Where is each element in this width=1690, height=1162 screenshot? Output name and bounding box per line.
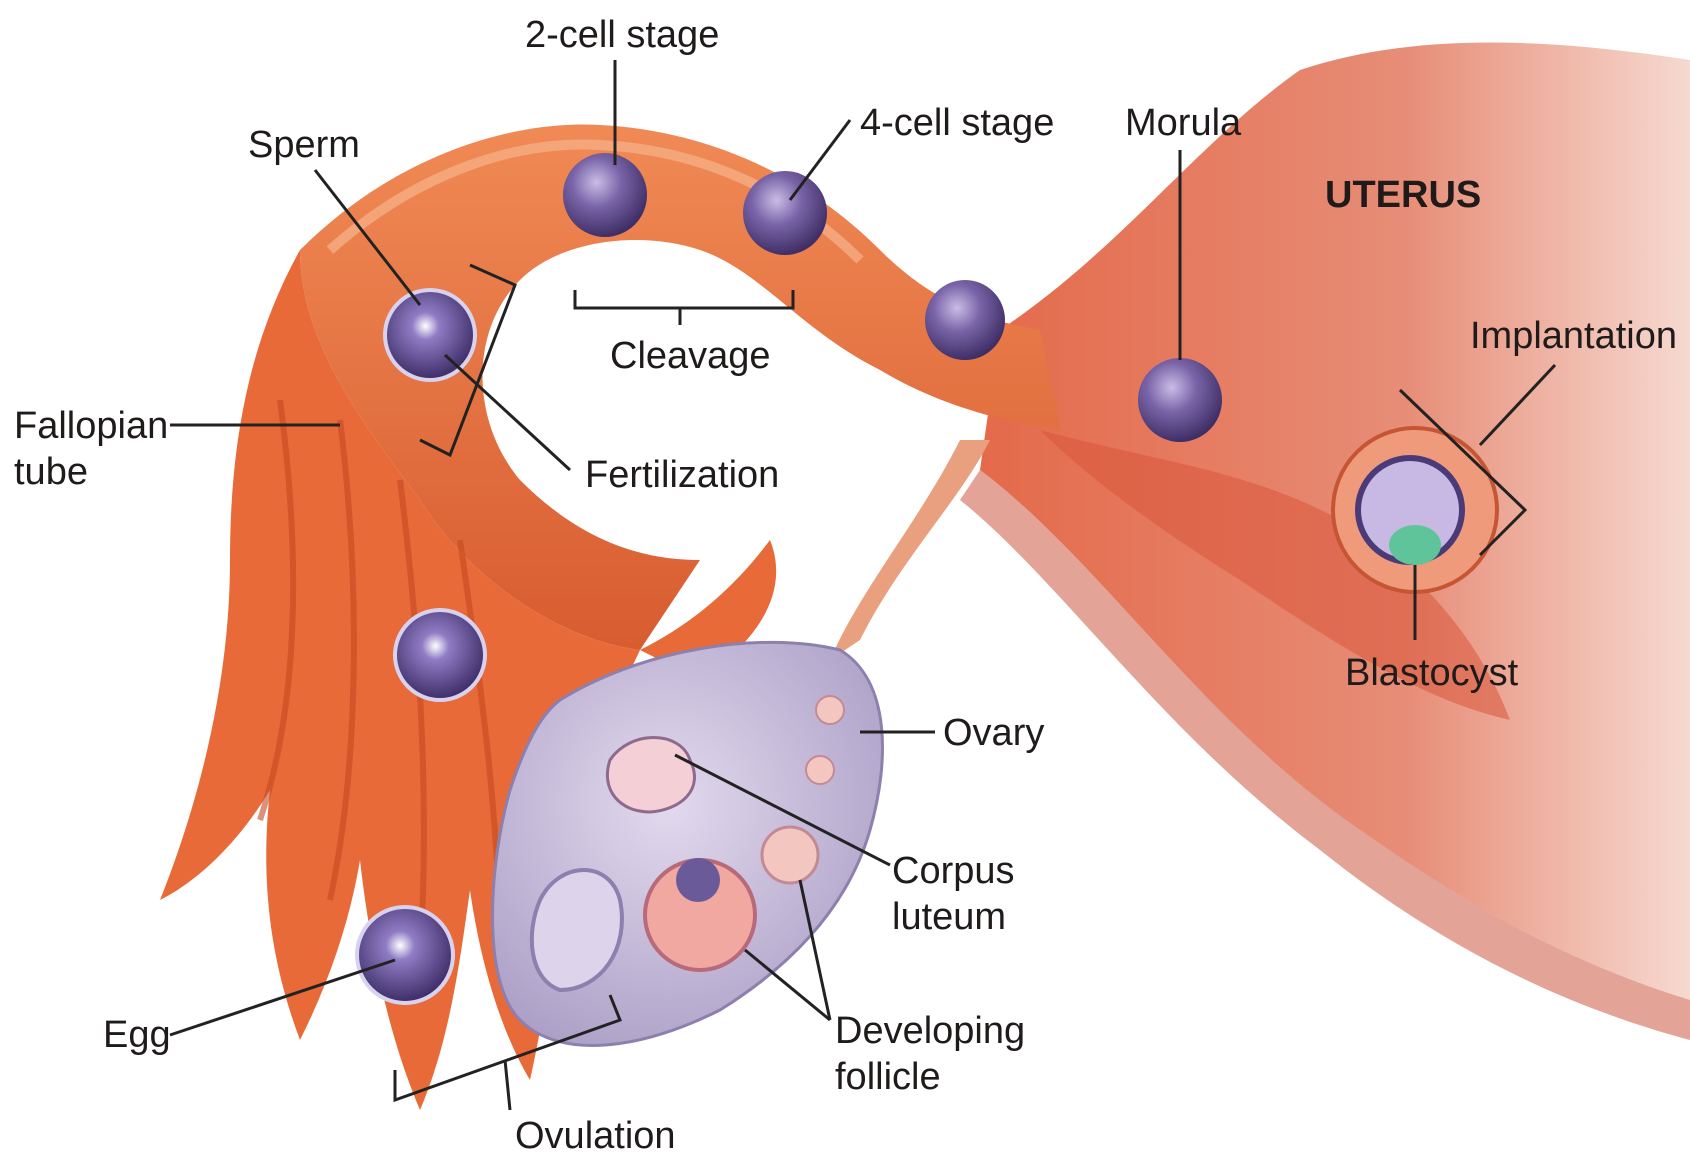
label-corpus-line-2: luteum xyxy=(892,894,1015,940)
label-ovary: Ovary xyxy=(943,710,1044,756)
label-sperm: Sperm xyxy=(248,122,360,168)
label-morula: Morula xyxy=(1125,100,1241,146)
label-developing-follicle: Developing follicle xyxy=(835,1008,1025,1100)
label-fallopian-line-2: tube xyxy=(14,449,168,495)
label-corpus-line-1: Corpus xyxy=(892,848,1015,894)
follicle-medium xyxy=(762,827,818,883)
blastocyst-inner-mass xyxy=(1389,525,1441,565)
follicle-large-oocyte xyxy=(676,858,720,902)
label-fallopian-tube: Fallopian tube xyxy=(14,403,168,495)
label-uterus: UTERUS xyxy=(1325,172,1481,218)
two-cell-embryo xyxy=(563,153,647,237)
label-follicle-line-1: Developing xyxy=(835,1008,1025,1054)
label-cleavage: Cleavage xyxy=(610,333,771,379)
four-cell-embryo xyxy=(743,171,827,255)
follicle-small-2 xyxy=(806,756,834,784)
label-two-cell-stage: 2-cell stage xyxy=(525,12,719,58)
ovulated-egg xyxy=(357,907,453,1003)
bracket-cleavage xyxy=(575,290,793,308)
label-ovulation: Ovulation xyxy=(515,1113,676,1159)
label-implantation: Implantation xyxy=(1470,313,1677,359)
zygote-in-fimbriae xyxy=(395,610,485,700)
leader-ovulation xyxy=(505,1060,510,1110)
cleavage-embryo xyxy=(925,280,1005,360)
label-blastocyst: Blastocyst xyxy=(1345,650,1518,696)
label-fallopian-line-1: Fallopian xyxy=(14,403,168,449)
label-fertilization: Fertilization xyxy=(585,452,779,498)
label-corpus-luteum: Corpus luteum xyxy=(892,848,1015,940)
label-four-cell-stage: 4-cell stage xyxy=(860,100,1054,146)
label-follicle-line-2: follicle xyxy=(835,1054,1025,1100)
morula-cell xyxy=(1138,358,1222,442)
leader-four-cell xyxy=(790,120,850,200)
corpus-luteum-shape xyxy=(607,738,694,813)
ovarian-ligament xyxy=(830,440,990,660)
follicle-small-1 xyxy=(816,696,844,724)
fertilized-egg xyxy=(385,290,475,380)
label-egg: Egg xyxy=(103,1012,171,1058)
